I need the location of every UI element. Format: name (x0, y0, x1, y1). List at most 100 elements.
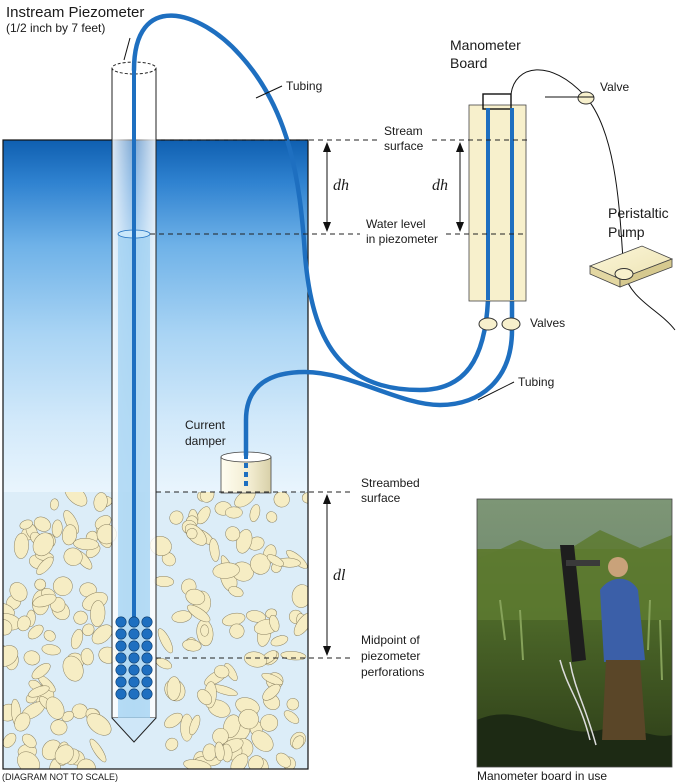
sediment-rock (61, 524, 78, 546)
dl-label: dl (333, 567, 346, 584)
sediment-rock (9, 582, 28, 602)
sediment-rock (187, 604, 211, 623)
current-damper (220, 451, 272, 494)
streambed-label-1: Streambed (361, 476, 420, 490)
manometer-label-2: Board (450, 55, 487, 71)
sediment-rock (251, 730, 274, 752)
perforation-hole (141, 664, 153, 676)
sediment-rock (73, 538, 99, 551)
perforation-hole (115, 652, 127, 664)
sediment-rock (52, 576, 73, 596)
dh-left-dimension (323, 142, 331, 232)
sediment-rock (249, 504, 261, 522)
sediment-rock (269, 614, 280, 632)
manometer-photo (477, 499, 672, 767)
perforation-hole (141, 688, 153, 700)
midpoint-label-1: Midpoint of (361, 633, 420, 647)
damper-tubing (243, 105, 515, 458)
sediment-rock (50, 498, 59, 511)
perforation-hole (115, 628, 127, 640)
sediment-rock (33, 516, 51, 532)
sediment-rock (266, 511, 278, 523)
sediment-rock (82, 623, 95, 636)
sediment-rock (86, 713, 112, 736)
sediment-rock (32, 532, 54, 557)
sediment-rock (32, 593, 57, 608)
sediment-rock (229, 623, 245, 639)
current-damper-label-1: Current (185, 418, 226, 432)
sediment-rock (23, 650, 41, 666)
sediment-rock (293, 612, 308, 636)
sediment-rock (209, 538, 220, 562)
sediment-rock (200, 624, 209, 637)
sediment-rock (214, 665, 230, 679)
stream-surface-label-2: surface (384, 139, 424, 153)
scale-footnote: (DIAGRAM NOT TO SCALE) (2, 772, 118, 782)
sediment-rock (246, 610, 266, 623)
manometer-board (468, 93, 527, 331)
sediment-rock (270, 635, 289, 647)
valve-label: Valve (600, 80, 629, 94)
sediment-rock (292, 735, 305, 750)
sediment-rock (17, 751, 40, 769)
perforation-hole (128, 676, 140, 688)
sediment-rock (238, 709, 259, 730)
sediment-rock (157, 628, 173, 654)
sediment-rock (212, 562, 240, 579)
sediment-rock (80, 648, 94, 666)
streambed-label-2: surface (361, 491, 401, 505)
sediment-rock (225, 506, 243, 519)
piezometer-title: Instream Piezometer (6, 4, 144, 21)
sediment-rock (64, 492, 88, 507)
sediment-rock (185, 588, 206, 606)
piezometer-size: (1/2 inch by 7 feet) (6, 21, 105, 35)
sediment-rock (261, 673, 284, 686)
water-level-label-1: Water level (366, 217, 426, 231)
valves-label: Valves (530, 316, 565, 330)
sediment-rock (27, 624, 44, 640)
midpoint-label-2: piezometer (361, 649, 420, 663)
sediment-rock (36, 556, 54, 575)
piezometer-tubing (131, 13, 491, 393)
sediment-rock (197, 689, 213, 705)
sediment-rock (13, 532, 29, 559)
sediment-rock (28, 685, 50, 698)
perforation-hole (128, 616, 140, 628)
sediment-rock (93, 492, 108, 512)
sediment-rock (34, 578, 46, 591)
water-level-label-2: in piezometer (366, 232, 438, 246)
sediment-rock (182, 639, 202, 652)
sediment-rock (275, 752, 292, 768)
dl-dimension (323, 494, 331, 656)
perforation-hole (128, 664, 140, 676)
sediment-rock (22, 733, 37, 749)
midpoint-label-3: perforations (361, 665, 424, 679)
sediment-rock (166, 676, 181, 701)
tubing-bottom-label: Tubing (518, 375, 554, 389)
sediment-rock (91, 624, 113, 645)
sediment-rock (262, 683, 281, 701)
perforation-hole (128, 688, 140, 700)
dh-right-label: dh (432, 177, 448, 194)
sediment-rock (291, 584, 308, 608)
sediment-rock (90, 600, 106, 627)
peristaltic-pump (588, 245, 674, 288)
sediment-rock (62, 655, 84, 682)
dh-left-label: dh (333, 177, 349, 194)
perforation-hole (141, 640, 153, 652)
top-valve (577, 91, 595, 105)
perforation-hole (115, 688, 127, 700)
sediment-rock (230, 753, 249, 769)
perforation-hole (141, 628, 153, 640)
peristaltic-label-1: Peristaltic (608, 205, 669, 221)
sediment-rock (73, 610, 88, 625)
stream-surface-label-1: Stream (384, 124, 423, 138)
dh-right-dimension (456, 142, 464, 232)
sediment-rock (169, 510, 184, 525)
current-damper-label-2: damper (185, 434, 226, 448)
sediment-rock (171, 610, 192, 623)
sediment-rock (186, 528, 198, 540)
sediment-rock (280, 651, 307, 661)
perforation-hole (141, 676, 153, 688)
